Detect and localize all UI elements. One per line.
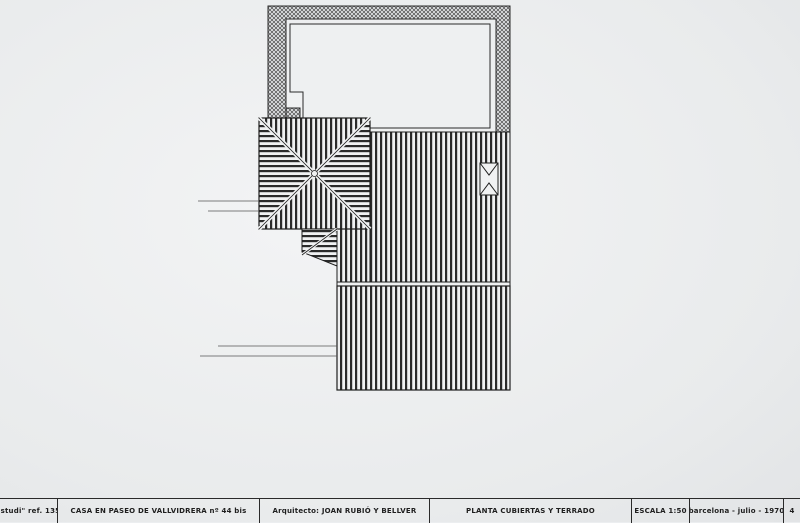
sheet-title: PLANTA CUBIERTAS Y TERRADO: [430, 499, 632, 523]
project-name: CASA EN PASEO DE VALLVIDRERA nº 44 bis: [58, 499, 260, 523]
architect-name: Arquitecto: JOAN RUBIÓ Y BELLVER: [260, 499, 430, 523]
sheet-number: 4: [789, 507, 795, 515]
small-hip-roof: [301, 227, 338, 267]
scale-label: ESCALA 1:50: [632, 499, 690, 523]
title-block: "studi" ref. 135 CASA EN PASEO DE VALLVI…: [0, 498, 800, 523]
skylight: [479, 162, 499, 196]
terrace-parapet: [267, 5, 511, 133]
place-date: barcelona - julio - 1970: [690, 499, 784, 523]
lower-roof: [336, 285, 511, 391]
roof-ridge: [336, 281, 511, 287]
hip-roof: [257, 116, 372, 231]
reference-lines: [198, 200, 337, 357]
reference-number: "studi" ref. 135: [0, 499, 58, 523]
